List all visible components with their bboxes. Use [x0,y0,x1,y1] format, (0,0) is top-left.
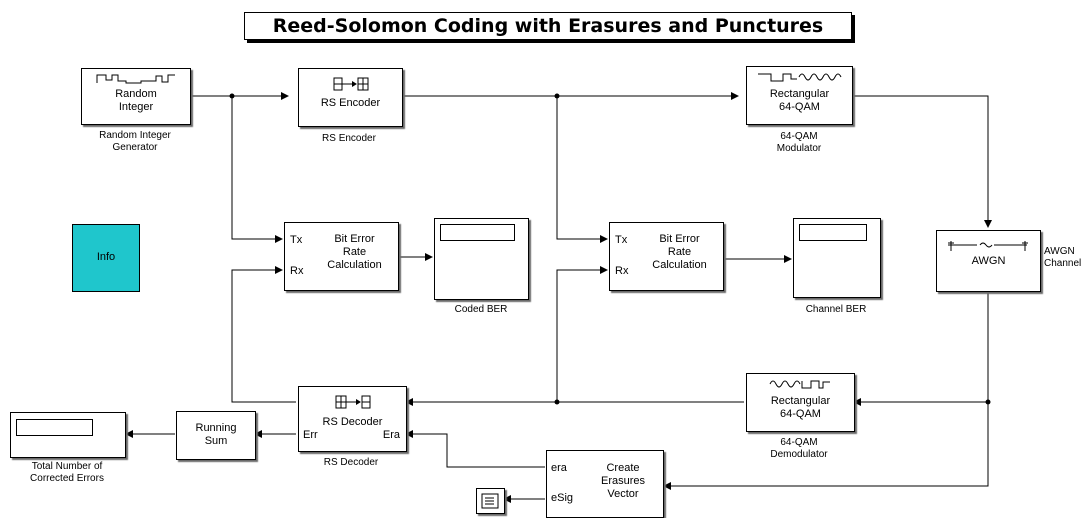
create-erasures-text: Create Erasures Vector [600,462,646,500]
awgn-text: AWGN [971,255,1006,267]
wire-awgn-to-erasures [663,402,989,490]
channel-ber-calc-text: Bit Error Rate Calculation [652,233,707,271]
wire-random-to-coded-tx [231,96,283,243]
wire-erasures-to-era [405,430,545,468]
wire-modulator-to-awgn [852,95,992,228]
decoder-err-port: Err [303,429,318,441]
random-integer-label: Random Integer Generator [99,130,171,153]
running-sum-block[interactable]: Running Sum [176,411,256,460]
qam-demodulator-label: 64-QAM Demodulator [770,437,828,460]
erasures-esig-port: eSig [551,492,574,504]
info-text: Info [96,251,116,263]
model-title: Reed-Solomon Coding with Erasures and Pu… [244,12,852,40]
random-signal-icon [96,74,175,84]
wire-encoder-to-channel-tx [556,96,608,243]
erasures-era-port: era [551,462,567,474]
channel-ber-window [799,224,867,241]
wire-decoder-to-coded-rx [231,266,296,403]
channel-ber-calc-block[interactable]: Tx Rx Bit Error Rate Calculation [609,222,724,291]
qam-modulator-block[interactable]: Rectangular 64-QAM [746,66,853,125]
modulation-waveform-icon [758,73,842,82]
info-block[interactable]: Info [72,224,140,292]
coded-ber-calc-text: Bit Error Rate Calculation [327,233,382,271]
running-sum-text: Running Sum [195,422,237,447]
rs-encoder-text: RS Encoder [320,97,381,109]
total-errors-window [16,419,93,436]
channel-ber-label: Channel BER [805,304,867,315]
coded-ber-display[interactable] [434,218,529,300]
rs-decoder-block[interactable]: RS Decoder Err Era [298,386,407,452]
encoder-icon [333,77,369,91]
rs-decoder-label: RS Decoder [323,457,379,468]
coded-rx-port: Rx [290,265,304,277]
qam-demodulator-block[interactable]: Rectangular 64-QAM [746,373,855,432]
coded-tx-port: Tx [290,234,303,246]
total-errors-display[interactable] [10,412,126,458]
wire-demod-to-channel-rx [556,266,608,402]
channel-icon [948,241,1028,251]
channel-tx-port: Tx [615,234,628,246]
decoder-era-port: Era [382,429,400,441]
demodulation-waveform-icon [769,380,830,389]
awgn-channel-block[interactable]: AWGN [936,230,1041,292]
qam-modulator-label: 64-QAM Modulator [776,131,822,154]
coded-ber-calc-block[interactable]: Tx Rx Bit Error Rate Calculation [284,222,399,291]
esig-scope-block[interactable] [476,488,505,514]
rs-encoder-label: RS Encoder [322,133,376,144]
total-errors-label: Total Number of Corrected Errors [30,461,104,484]
coded-ber-window [440,224,515,241]
rs-decoder-text: RS Decoder [322,416,383,428]
awgn-channel-label: AWGN Channel [1044,246,1082,269]
qam-demodulator-text: Rectangular 64-QAM [770,395,831,420]
scope-icon [481,493,499,509]
decoder-icon [335,395,371,409]
rs-encoder-block[interactable]: RS Encoder [298,68,403,127]
create-erasures-block[interactable]: era eSig Create Erasures Vector [546,450,664,518]
channel-ber-display[interactable] [793,218,881,298]
qam-modulator-text: Rectangular 64-QAM [769,88,830,113]
random-integer-text: Random Integer [115,88,157,113]
coded-ber-label: Coded BER [454,304,508,315]
channel-rx-port: Rx [615,265,629,277]
random-integer-block[interactable]: Random Integer [81,68,191,125]
